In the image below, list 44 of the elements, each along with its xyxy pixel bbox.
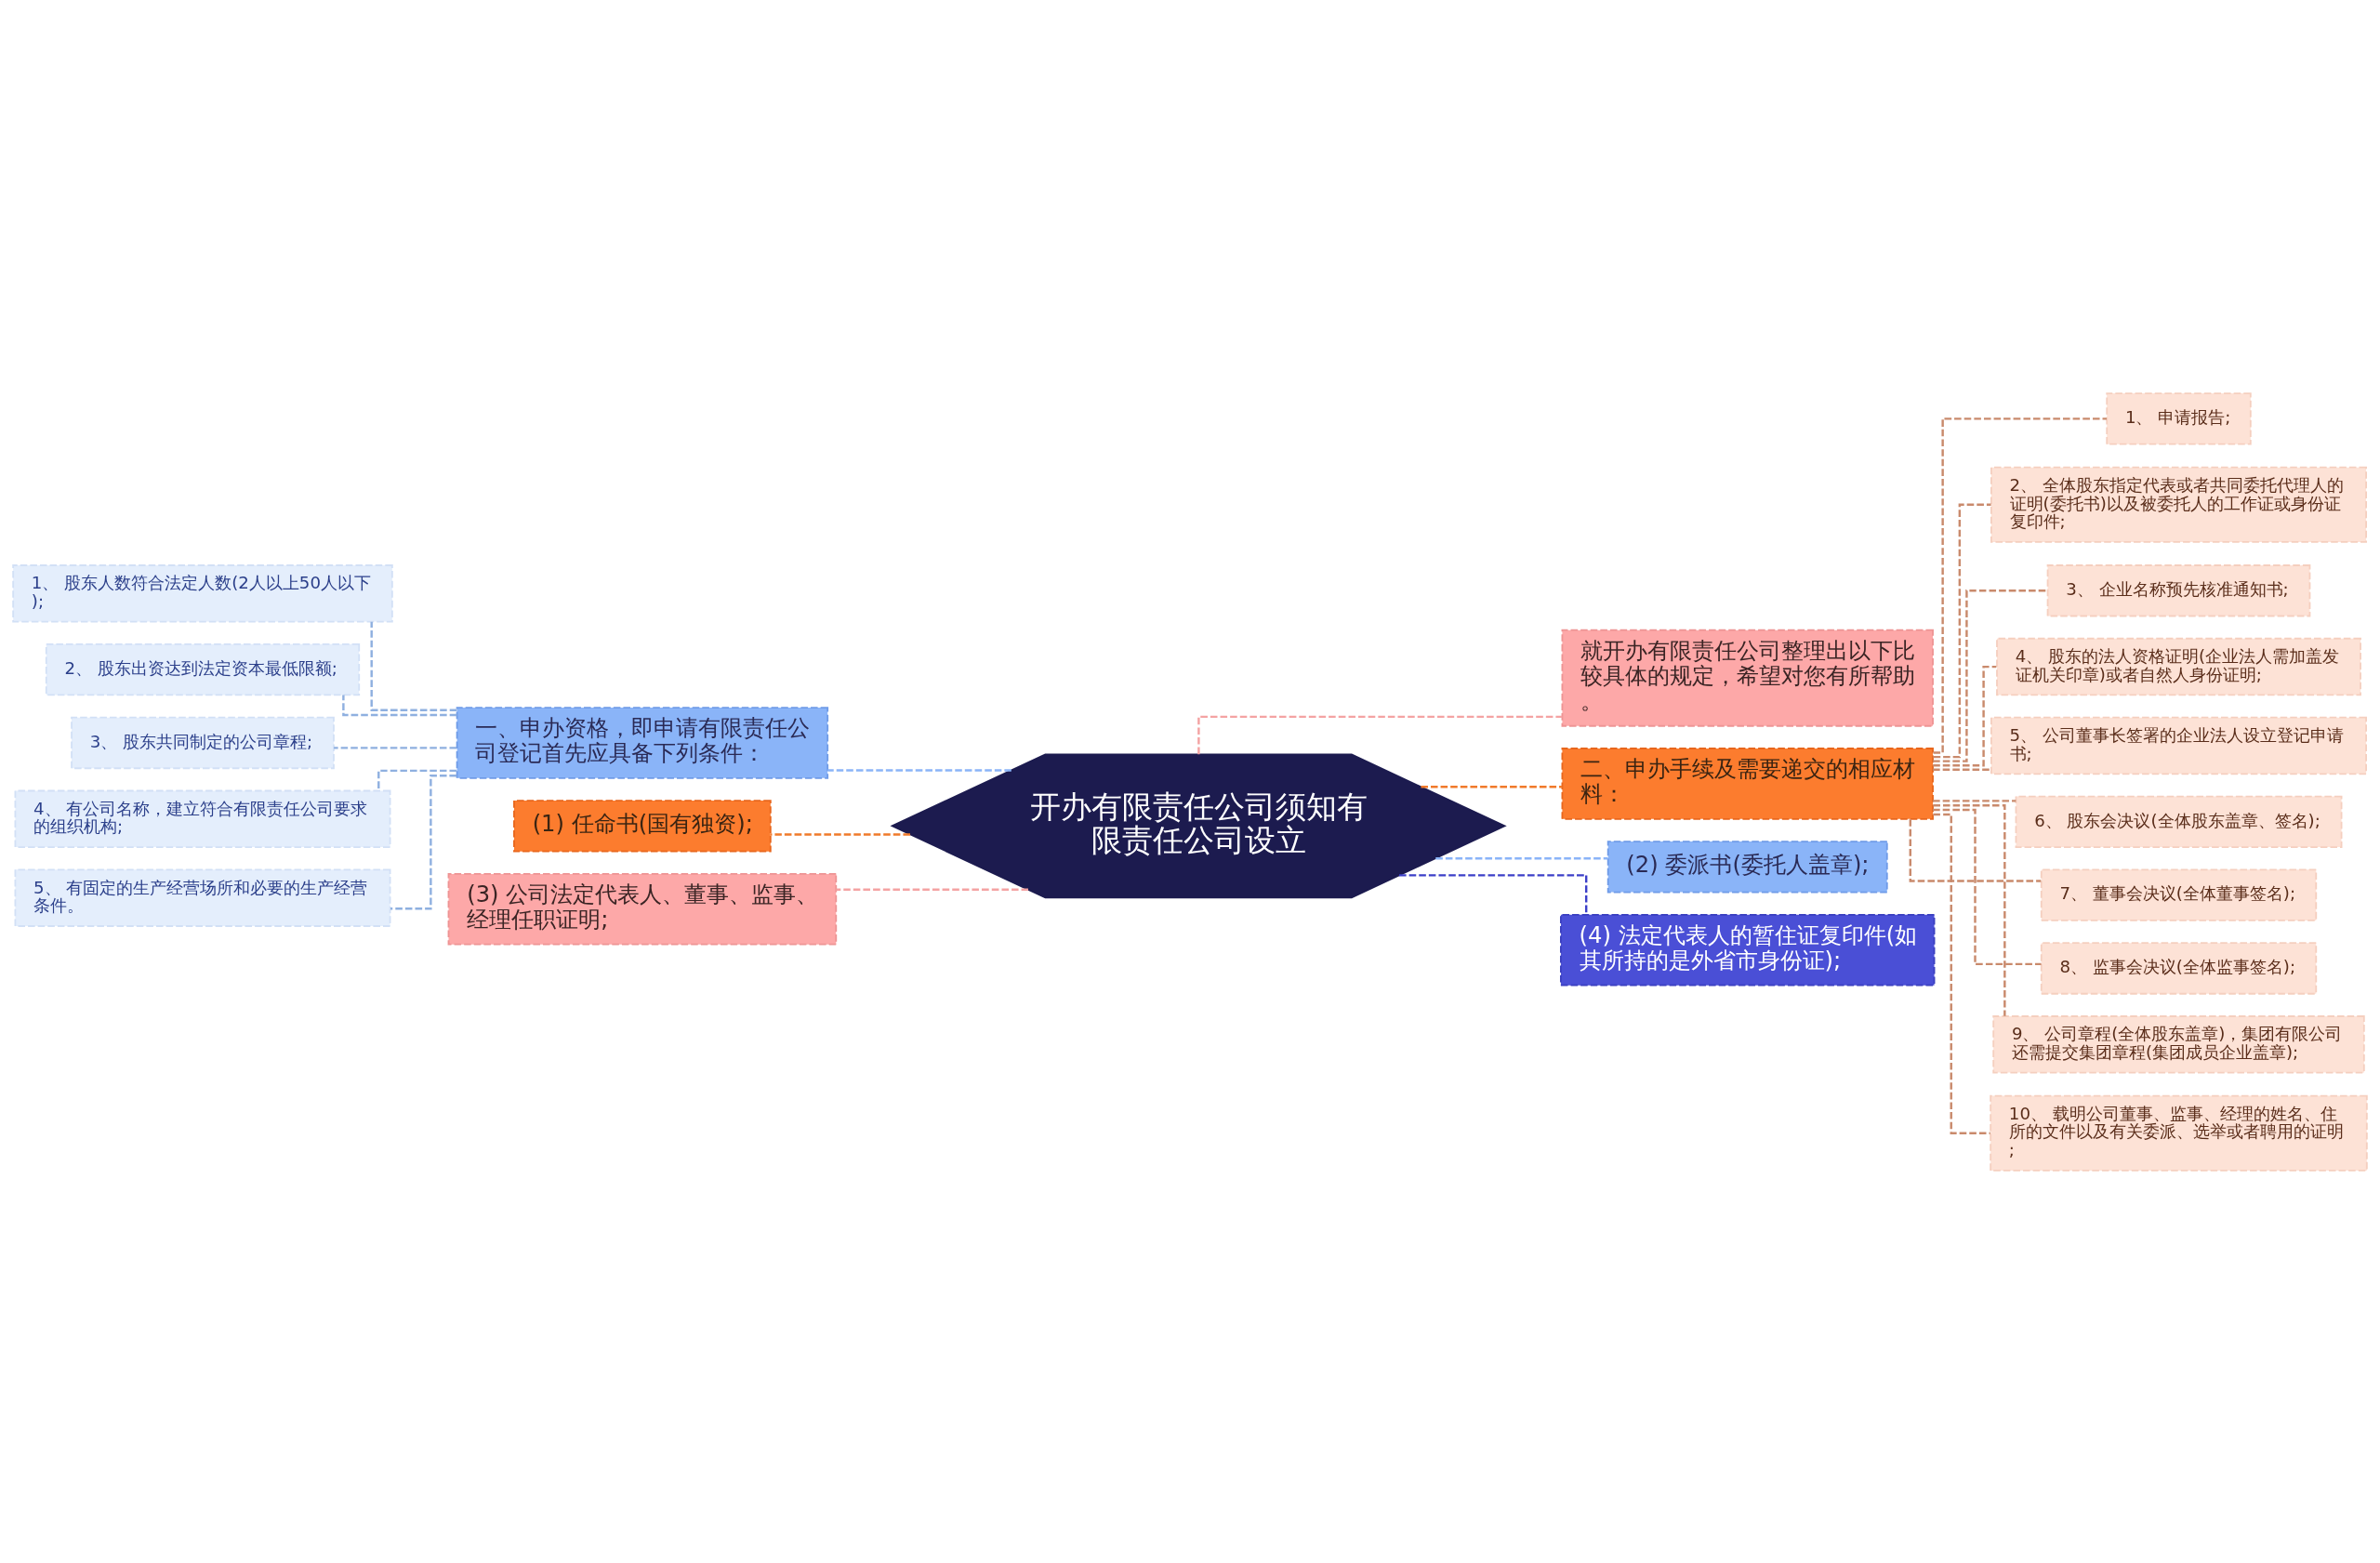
node-box: 1、 申请报告;	[2106, 391, 2252, 445]
connector	[1197, 715, 1563, 754]
node-box: 4、 股东的法人资格证明(企业法人需加盖发证机关印章)或者自然人身份证明;	[1996, 637, 2361, 695]
connector	[334, 746, 457, 749]
node-box: 10、 载明公司董事、监事、经理的姓名、住所的文件以及有关委派、选举或者聘用的证明;	[1990, 1094, 2368, 1172]
node-box: 2、 全体股东指定代表或者共同委托代理人的证明(委托书)以及被委托人的工作证或身份证复印件;	[1990, 466, 2367, 543]
node-box: 3、 股东共同制定的公司章程;	[71, 716, 335, 769]
node-box: (4) 法定代表人的暂住证复印件(如其所持的是外省市身份证);	[1560, 913, 1936, 987]
connector	[1933, 417, 2107, 754]
connector	[1933, 665, 1997, 766]
connector	[1933, 589, 2048, 762]
connector	[1933, 813, 1990, 1134]
node-box: 7、 董事会决议(全体董事签名);	[2040, 868, 2318, 921]
connector	[377, 769, 457, 790]
connector	[370, 621, 457, 711]
node-box: (1) 任命书(国有独资);	[513, 799, 772, 853]
node-box: 9、 公司章程(全体股东盖章)，集团有限公司还需提交集团章程(集团成员企业盖章);	[1992, 1014, 2365, 1073]
connector	[1933, 768, 1991, 771]
connector	[1398, 873, 1588, 914]
node-box: 2、 股东出资达到法定资本最低限额;	[45, 642, 361, 695]
connector	[770, 832, 911, 836]
node-box: 3、 企业名称预先核准通知书;	[2046, 563, 2311, 616]
node-box: 8、 监事会决议(全体监事签名);	[2040, 941, 2318, 995]
connector	[342, 694, 457, 716]
connector	[1933, 503, 1991, 758]
connector	[1933, 803, 2006, 1016]
node-box: 6、 股东会决议(全体股东盖章、签名);	[2015, 795, 2343, 848]
node-box: 就开办有限责任公司整理出以下比较具体的规定，希望对您有所帮助。	[1561, 629, 1934, 727]
node-box: (3) 公司法定代表人、董事、监事、经理任职证明;	[447, 872, 838, 946]
node-box: 4、 有公司名称，建立符合有限责任公司要求的组织机构;	[14, 789, 391, 848]
connector	[836, 887, 1028, 891]
node-box: 5、 有固定的生产经营场所和必要的生产经营条件。	[14, 868, 391, 927]
connector	[1933, 808, 2042, 965]
connector	[827, 768, 1012, 772]
node-box: 5、 公司董事长签署的企业法人设立登记申请书;	[1990, 716, 2367, 775]
node-box: 二、申办手续及需要递交的相应材料：	[1561, 747, 1934, 820]
node-box: 1、 股东人数符合法定人数(2人以上50人以下);	[12, 563, 393, 622]
connector	[1421, 785, 1563, 788]
connector	[390, 774, 457, 909]
node-box: (2) 委派书(委托人盖章);	[1606, 840, 1888, 893]
connector	[1909, 818, 2042, 882]
connector	[1435, 856, 1608, 859]
connector	[1933, 799, 2016, 802]
node-box: 一、申办资格，即申请有限责任公司登记首先应具备下列条件：	[456, 706, 829, 779]
